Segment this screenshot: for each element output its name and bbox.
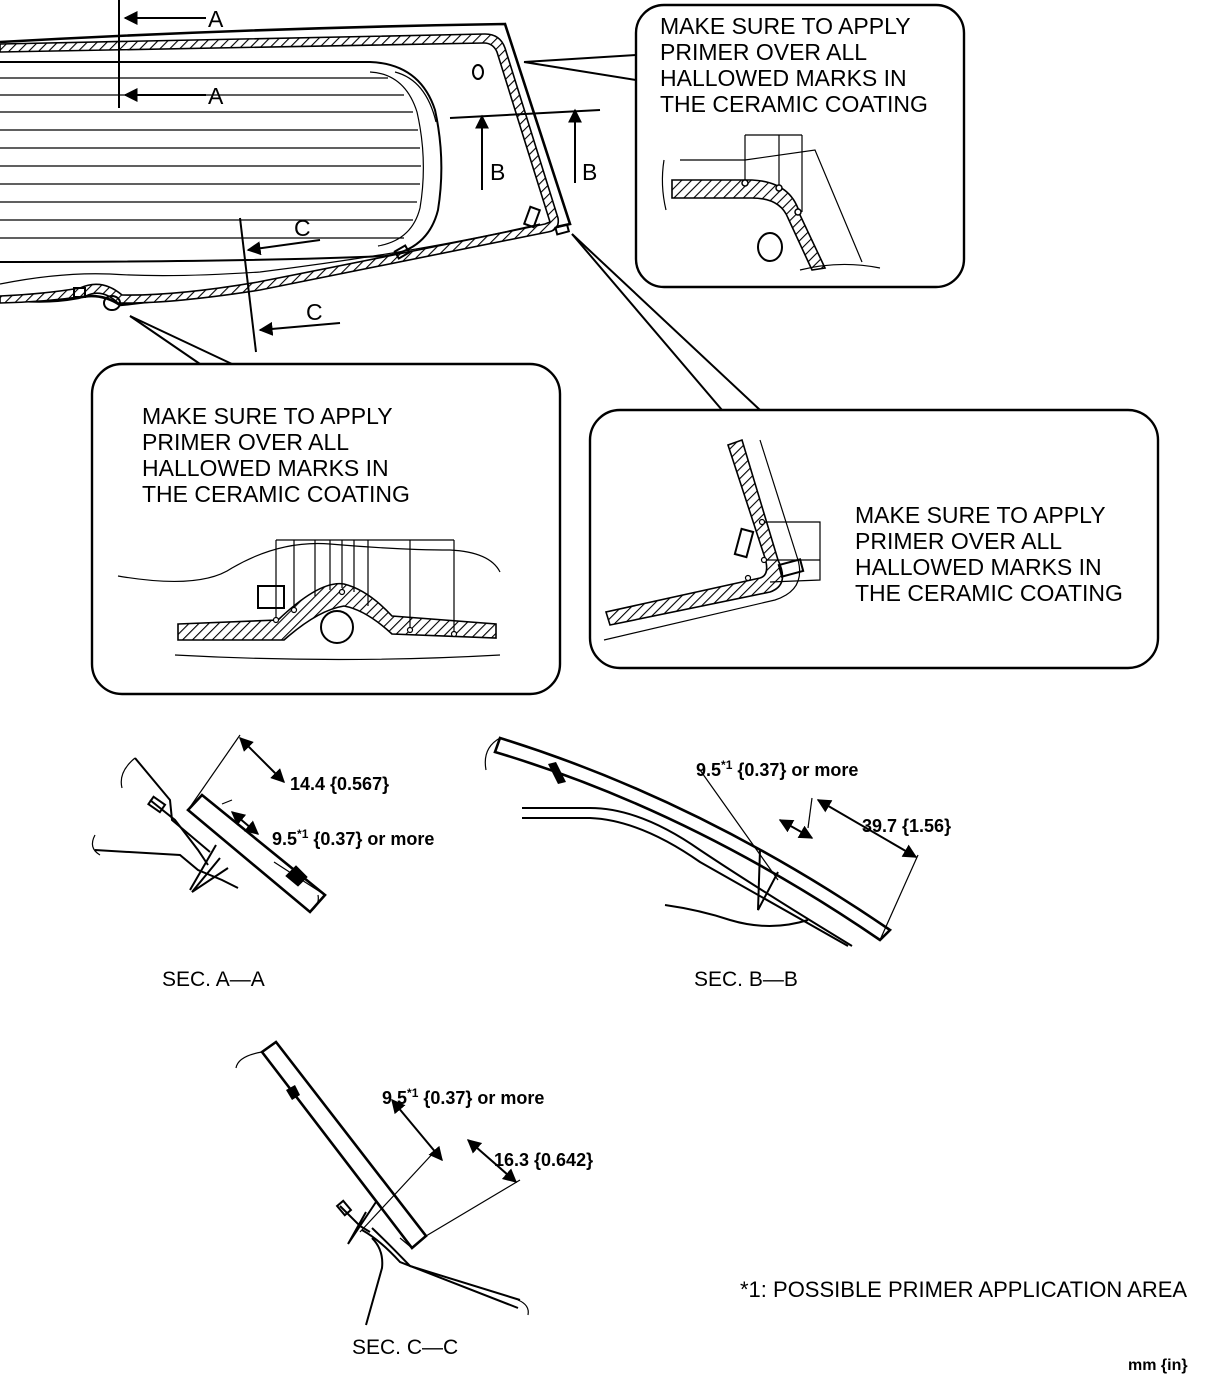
mounting-pad (73, 287, 86, 298)
mounting-hole (103, 295, 121, 311)
units-label: mm {in} (1128, 1357, 1188, 1374)
svg-text:THE CERAMIC COATING: THE CERAMIC COATING (660, 91, 928, 117)
svg-text:MAKE SURE TO APPLY: MAKE SURE TO APPLY (855, 502, 1106, 528)
svg-text:39.7 {1.56}: 39.7 {1.56} (862, 816, 951, 836)
section-cut-c: C C (239, 215, 341, 353)
svg-text:THE CERAMIC COATING: THE CERAMIC COATING (855, 580, 1123, 606)
section-title-aa: SEC. A—A (162, 968, 265, 991)
section-cut-b: B B (449, 108, 601, 190)
defroster-lines (0, 77, 421, 239)
svg-text:PRIMER OVER ALL: PRIMER OVER ALL (855, 528, 1062, 554)
svg-text:14.4 {0.567}: 14.4 {0.567} (290, 774, 389, 794)
mounting-pad (393, 244, 411, 260)
section-aa: 14.4 {0.567} 9.5*1 {0.37} or more SEC. A… (91, 734, 434, 991)
section-cut-a: A A (118, 0, 224, 109)
section-title-bb: SEC. B—B (694, 968, 798, 991)
svg-text:HALLOWED MARKS IN: HALLOWED MARKS IN (855, 554, 1102, 580)
marker-c-top: C (294, 215, 311, 241)
marker-c-bottom: C (306, 299, 323, 325)
svg-text:MAKE SURE TO APPLY: MAKE SURE TO APPLY (142, 403, 393, 429)
svg-text:PRIMER OVER ALL: PRIMER OVER ALL (142, 429, 349, 455)
svg-text:9.5*1 {0.37} or more: 9.5*1 {0.37} or more (382, 1086, 544, 1108)
rear-window-glass (0, 22, 572, 311)
mounting-pad (554, 223, 571, 236)
svg-text:HALLOWED MARKS IN: HALLOWED MARKS IN (142, 455, 389, 481)
marker-a-bottom: A (208, 83, 224, 109)
svg-text:THE CERAMIC COATING: THE CERAMIC COATING (142, 481, 410, 507)
section-cc: 9.5*1 {0.37} or more 16.3 {0.642} SEC. C… (235, 1040, 593, 1359)
marker-b-left: B (490, 159, 505, 185)
marker-b-right: B (582, 159, 597, 185)
footnote: *1: POSSIBLE PRIMER APPLICATION AREA (740, 1277, 1187, 1302)
svg-text:MAKE SURE TO APPLY: MAKE SURE TO APPLY (660, 13, 911, 39)
section-title-cc: SEC. C—C (352, 1336, 458, 1359)
mounting-pad (522, 205, 542, 229)
callout-top-right: MAKE SURE TO APPLY PRIMER OVER ALL HALLO… (523, 3, 966, 289)
mounting-hole (472, 64, 484, 80)
marker-a-top: A (208, 6, 224, 32)
svg-text:PRIMER OVER ALL: PRIMER OVER ALL (660, 39, 867, 65)
svg-text:16.3 {0.642}: 16.3 {0.642} (494, 1150, 593, 1170)
svg-text:HALLOWED MARKS IN: HALLOWED MARKS IN (660, 65, 907, 91)
svg-text:9.5*1 {0.37} or more: 9.5*1 {0.37} or more (272, 827, 434, 849)
svg-text:9.5*1 {0.37} or more: 9.5*1 {0.37} or more (696, 758, 858, 780)
callout-bottom-left: MAKE SURE TO APPLY PRIMER OVER ALL HALLO… (90, 315, 562, 696)
section-bb: 9.5*1 {0.37} or more 39.7 {1.56} SEC. B—… (484, 736, 951, 991)
callout-bottom-right: MAKE SURE TO APPLY PRIMER OVER ALL HALLO… (571, 233, 1160, 670)
